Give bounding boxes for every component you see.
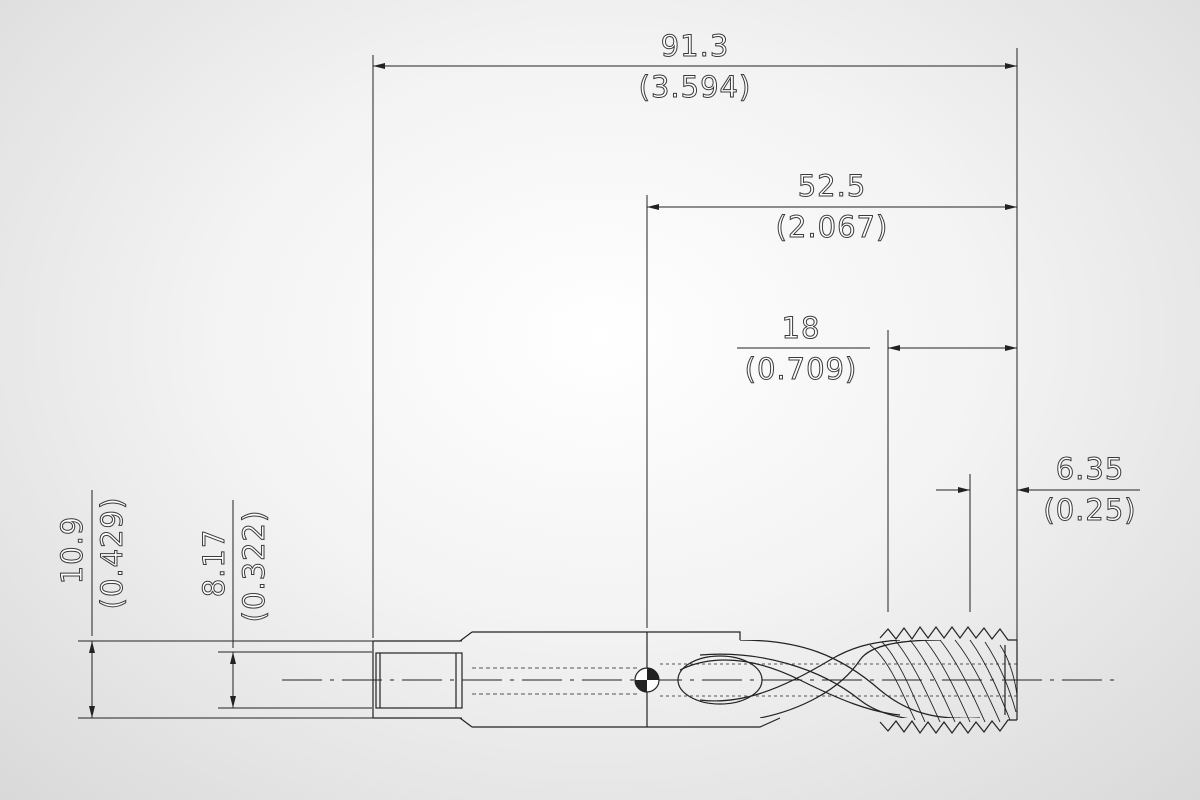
flute-curve-1: [739, 640, 981, 718]
tap-body: [372, 625, 1018, 735]
square-drive: [375, 652, 463, 709]
flute-curve-3: [679, 659, 901, 716]
overall-length-imperial: (3.594): [639, 70, 752, 104]
thread-length-imperial: (0.709): [745, 352, 858, 386]
shank-to-tip-metric: 52.5: [798, 169, 867, 203]
flute-curve-2: [699, 653, 961, 718]
thread-top-profile: [879, 625, 1017, 641]
overall-length-metric: 91.3: [661, 29, 730, 63]
shank-to-tip-imperial: (2.067): [776, 210, 889, 244]
shank-diameter-imperial: (0.429): [95, 497, 129, 610]
square-size-metric: 8.17: [197, 529, 231, 598]
center-mark-icon: [634, 667, 660, 693]
flute-curve-5: [699, 640, 901, 702]
thread-helix: [869, 639, 1018, 723]
dimension-lines: [89, 63, 1140, 718]
thread-length-metric: 18: [782, 311, 821, 345]
chamfer-length-imperial: (0.25): [1043, 493, 1136, 527]
square-size-imperial: (0.322): [237, 510, 271, 623]
chamfer-length-metric: 6.35: [1056, 452, 1125, 486]
flute-curve-4: [759, 640, 941, 718]
flute-relief: [677, 655, 763, 705]
extension-lines: [78, 48, 1018, 719]
shank-diameter-metric: 10.9: [55, 516, 89, 585]
thread-bottom-profile: [879, 719, 1017, 735]
dimension-labels: 91.3 (3.594) 52.5 (2.067) 18 (0.709) 6.3…: [55, 29, 1137, 623]
